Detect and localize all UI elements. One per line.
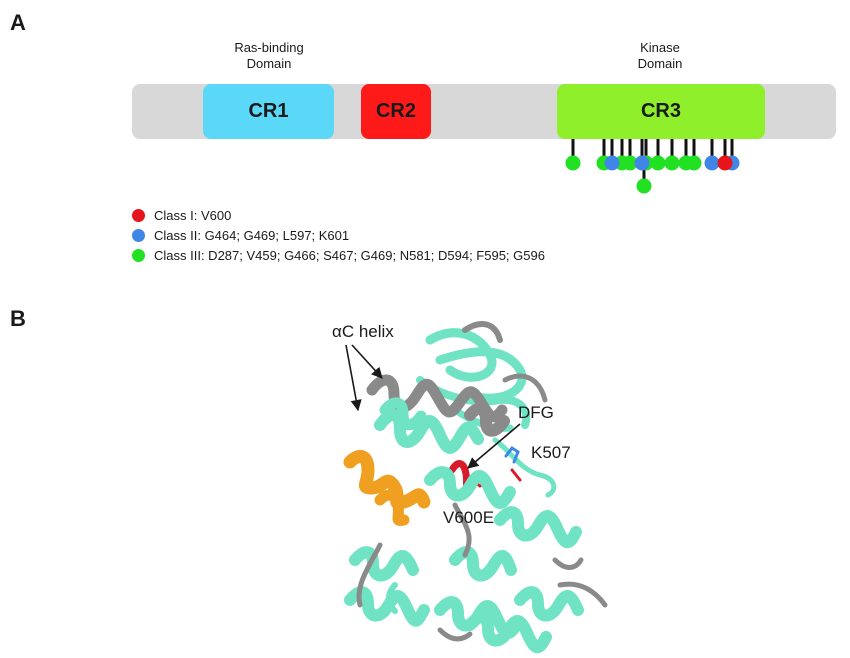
cr3-label: CR3	[640, 100, 681, 122]
c-lobe-loops	[356, 502, 608, 642]
n-lobe-helix	[374, 402, 510, 454]
mutation-dot-class-iii	[565, 155, 581, 171]
kinase-label-line1: Kinase	[640, 40, 680, 55]
legend-dot-green	[132, 248, 145, 262]
cr3-domain: CR3	[557, 84, 765, 139]
mutation-lollipops	[565, 139, 740, 194]
mutation-dot-class-ii	[634, 155, 650, 171]
mutation-dot-class-iii	[664, 155, 680, 171]
legend-dot-red	[132, 208, 145, 222]
mutation-dot-class-ii	[704, 155, 720, 171]
legend-dot-blue	[132, 228, 145, 242]
dfg-label: DFG	[518, 403, 554, 422]
orange-helix	[343, 450, 431, 526]
cr1-label: CR1	[248, 100, 289, 122]
ac-helix-arrow-1	[345, 344, 362, 412]
v600e-label: V600E	[443, 508, 494, 527]
legend-class-ii-text: Class II: G464; G469; L597; K601	[154, 227, 350, 243]
dfg-arrow	[467, 423, 521, 469]
cr2-domain: CR2	[361, 84, 431, 139]
mutation-dot-class-i	[717, 155, 733, 171]
mutation-dot-class-iii	[636, 178, 652, 194]
panel-b-letter: B	[10, 306, 26, 331]
kinase-domain-label: Kinase Domain	[600, 40, 720, 72]
legend-class-i: Class I: V600	[132, 205, 545, 225]
mutation-legend: Class I: V600 Class II: G464; G469; L597…	[132, 205, 545, 265]
kinase-label-line2: Domain	[637, 56, 683, 71]
mutation-dot-class-iii	[622, 155, 638, 171]
ras-label-line1: Ras-binding	[234, 40, 304, 55]
cr1-domain: CR1	[203, 84, 334, 139]
panel-a-letter: A	[10, 10, 26, 35]
legend-class-i-text: Class I: V600	[154, 207, 232, 223]
ac-helix-arrow-2	[351, 344, 383, 379]
mutation-dot-class-iii	[686, 155, 702, 171]
legend-class-iii-text: Class III: D287; V459; G466; S467; G469;…	[154, 247, 545, 263]
legend-class-iii: Class III: D287; V459; G466; S467; G469;…	[132, 245, 545, 265]
ras-label-line2: Domain	[246, 56, 292, 71]
ras-binding-domain-label: Ras-binding Domain	[209, 40, 329, 72]
legend-class-ii: Class II: G464; G469; L597; K601	[132, 225, 545, 245]
mutation-dot-class-iii	[650, 155, 666, 171]
k507-label: K507	[531, 443, 571, 462]
cr2-label: CR2	[375, 100, 416, 122]
ac-helix-label: αC helix	[332, 322, 394, 341]
mutation-dot-class-ii	[604, 155, 620, 171]
